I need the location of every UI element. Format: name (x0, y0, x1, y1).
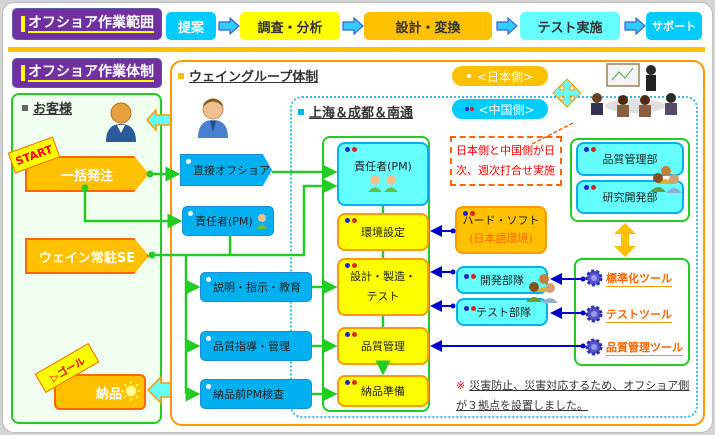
step-proposal: 提案 (166, 12, 216, 40)
legend-japan: <日本側> (452, 66, 548, 86)
china-sites-title: 上海＆成都＆南通 (298, 102, 413, 121)
team-people-icon (526, 274, 558, 303)
meeting-double-arrow-icon (552, 78, 582, 108)
structure-title: オフショア作業体制 (12, 58, 162, 88)
hardware-software-node: ハード・ソフト (日本語環境) (455, 206, 547, 254)
rnd-dept-node: 研究開発部 (576, 180, 684, 214)
tool-quality-management[interactable]: 品質管理ツール (584, 337, 683, 357)
pre-delivery-inspection-node: 納品前PM検査 (200, 379, 312, 409)
tool-test[interactable]: テストツール (584, 304, 672, 324)
step-test: テスト実施 (520, 12, 620, 40)
step-research: 調査・分析 (240, 12, 340, 40)
lightbulb-icon (121, 381, 141, 401)
vertical-double-arrow-icon (614, 223, 636, 257)
quality-management-node: 品質管理 (337, 327, 429, 365)
dot-icon (470, 107, 475, 111)
title-bar-marker (21, 65, 25, 81)
bullet-icon (178, 72, 184, 79)
wein-group-title: ウェイングループ体制 (178, 66, 318, 85)
wein-pm-node: 責任者(PM) (182, 206, 274, 236)
divider (8, 47, 705, 52)
callout-connector (529, 122, 574, 146)
gear-icon (585, 338, 603, 356)
team-people-icon (650, 166, 682, 193)
design-build-test-node: 設計・製造・ テスト (337, 258, 429, 316)
bullet-icon (298, 108, 304, 115)
step-design: 設計・変換 (364, 12, 492, 40)
title-bar-marker (21, 16, 25, 32)
delivery-node: 納品 (54, 374, 146, 410)
footnote: ※災害防止、災害対応するため、オフショア側 が３拠点を設置しました。 (456, 379, 690, 412)
meeting-illustration-icon (591, 63, 677, 117)
scope-title: オフショア作業範囲 (12, 8, 162, 40)
dot-icon (465, 107, 470, 111)
staff-avatar-icon (198, 98, 228, 138)
meeting-note: 日本側と中国側が日 次、週次打合せ実施 (450, 136, 562, 186)
arrow-right-icon (496, 17, 518, 35)
gear-icon (585, 305, 603, 323)
quality-guidance-node: 品質指導・管理 (200, 331, 312, 361)
legend-china: <中国側> (452, 99, 548, 119)
delivery-prep-node: 納品準備 (337, 375, 429, 407)
test-team-node: テスト部隊 (456, 298, 548, 326)
customer-title: お客様 (22, 98, 72, 117)
arrow-right-icon (342, 17, 364, 35)
gear-icon (585, 269, 603, 287)
china-pm-node: 責任者(PM) (337, 142, 429, 206)
two-persons-icon (368, 175, 398, 192)
dot-icon (466, 74, 471, 78)
bullet-icon (22, 104, 28, 111)
customer-avatar-icon (106, 102, 136, 142)
china-sites-panel (290, 96, 698, 418)
china-process-panel (322, 136, 430, 412)
direct-offshore-node: 直接オフショア (180, 154, 272, 186)
arrow-right-icon (218, 17, 240, 35)
step-support: サポート (646, 12, 702, 40)
tool-standardization[interactable]: 標準化ツール (584, 268, 672, 288)
environment-setup-node: 環境設定 (337, 213, 429, 251)
arrow-right-icon (624, 17, 646, 35)
explain-instruct-node: 説明・指示・教育 (200, 272, 312, 302)
person-icon (255, 214, 268, 229)
resident-se-node: ウェイン常駐SE (25, 238, 149, 274)
